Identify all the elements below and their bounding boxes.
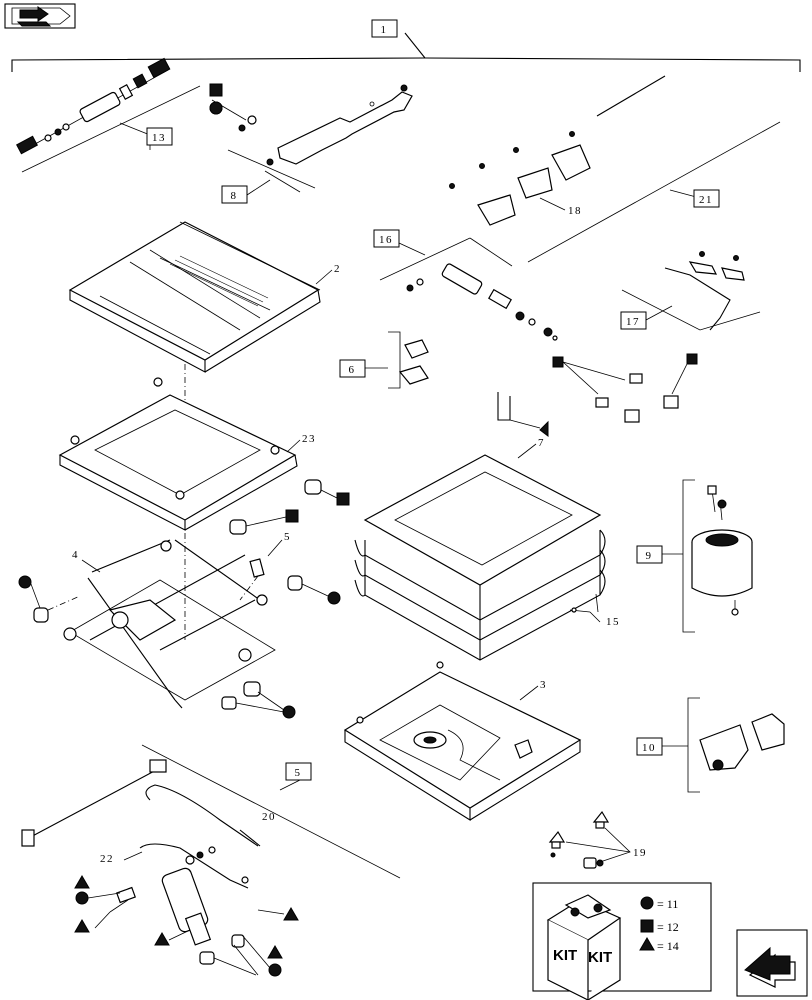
circle-marker bbox=[18, 575, 32, 589]
bellows-7 bbox=[354, 454, 606, 661]
scissor-4 bbox=[63, 539, 276, 709]
callout-1: 1 bbox=[371, 19, 398, 38]
plate-8 bbox=[209, 83, 413, 193]
svg-text:16: 16 bbox=[379, 234, 393, 246]
svg-text:21: 21 bbox=[699, 194, 713, 206]
legend-square: = 12 bbox=[657, 920, 679, 934]
pin-15 bbox=[569, 593, 601, 623]
ref-19: 19 bbox=[633, 847, 647, 859]
markers-8 bbox=[209, 83, 223, 115]
callout-13: 13 bbox=[146, 127, 173, 146]
callout-8: 8 bbox=[221, 179, 271, 204]
shock-markers bbox=[74, 875, 299, 977]
callout-6: 6 bbox=[339, 359, 388, 378]
circle-marker bbox=[75, 891, 89, 905]
kit-legend: KIT KIT = 11 = 12 = 14 bbox=[532, 882, 712, 1000]
square-marker bbox=[686, 353, 698, 365]
lever-kit-16 bbox=[379, 237, 558, 341]
upper-frame-2 bbox=[68, 221, 321, 373]
cover-set-21 bbox=[449, 75, 781, 263]
bracket-set-6 bbox=[388, 331, 429, 389]
square-marker bbox=[209, 83, 223, 97]
svg-text:13: 13 bbox=[152, 132, 166, 144]
triangle-marker bbox=[283, 907, 299, 921]
callout-9: 9 bbox=[636, 545, 683, 564]
circle-marker bbox=[268, 963, 282, 977]
ref-4: 4 bbox=[72, 549, 79, 561]
svg-text:9: 9 bbox=[646, 550, 653, 562]
bushing-group bbox=[552, 353, 698, 423]
callout-16: 16 bbox=[373, 229, 426, 256]
bumpers-19 bbox=[548, 810, 631, 869]
bushing-pair bbox=[229, 479, 350, 535]
svg-text:10: 10 bbox=[642, 742, 656, 754]
kit-label-left: KIT bbox=[553, 947, 577, 964]
shock-kit-5 bbox=[21, 744, 401, 976]
square-marker bbox=[285, 509, 299, 523]
bracket-17 bbox=[621, 251, 761, 331]
svg-text:17: 17 bbox=[626, 316, 640, 328]
triangle-marker bbox=[74, 919, 90, 933]
square-marker bbox=[552, 356, 564, 368]
triangle-marker bbox=[539, 420, 549, 437]
next-page-arrow-icon[interactable] bbox=[736, 929, 808, 997]
ref-15: 15 bbox=[606, 616, 620, 628]
svg-text:6: 6 bbox=[349, 364, 356, 376]
kit-label-right: KIT bbox=[588, 949, 612, 966]
circle-marker bbox=[209, 101, 223, 115]
circle-marker bbox=[282, 705, 296, 719]
callout-5: 5 bbox=[285, 762, 312, 781]
square-marker bbox=[336, 492, 350, 506]
handle-10 bbox=[687, 697, 785, 793]
damper-9 bbox=[682, 479, 753, 633]
base-plate-3 bbox=[343, 661, 582, 821]
circle-marker bbox=[640, 896, 654, 910]
callout-17: 17 bbox=[620, 305, 673, 330]
ref-2: 2 bbox=[334, 263, 341, 275]
callout-10: 10 bbox=[636, 737, 688, 756]
ref-5: 5 bbox=[284, 531, 291, 543]
legend-circle: = 11 bbox=[657, 897, 678, 911]
square-marker bbox=[640, 919, 654, 933]
circle-bushings bbox=[18, 575, 341, 719]
triangle-marker bbox=[74, 875, 90, 889]
ref-23: 23 bbox=[302, 433, 316, 445]
triangle-marker bbox=[154, 932, 170, 946]
ref-3: 3 bbox=[540, 679, 547, 691]
pin-5 bbox=[239, 558, 265, 601]
ref-18: 18 bbox=[568, 205, 582, 217]
circle-marker bbox=[327, 591, 341, 605]
triangle-marker bbox=[639, 937, 655, 951]
triangle-marker bbox=[267, 945, 283, 959]
rod-kit-13 bbox=[16, 57, 201, 173]
ref-22: 22 bbox=[100, 853, 114, 865]
callout-label: 1 bbox=[381, 24, 388, 36]
ref-7: 7 bbox=[538, 437, 545, 449]
ref-20: 20 bbox=[262, 811, 276, 823]
svg-text:8: 8 bbox=[231, 190, 238, 202]
legend-triangle: = 14 bbox=[657, 939, 679, 953]
svg-text:5: 5 bbox=[295, 767, 302, 779]
subframe-23 bbox=[58, 377, 298, 531]
assembly-bracket bbox=[11, 32, 801, 72]
callout-21: 21 bbox=[693, 189, 720, 208]
book-arrow-icon[interactable] bbox=[4, 3, 76, 29]
hook-part bbox=[497, 392, 549, 437]
